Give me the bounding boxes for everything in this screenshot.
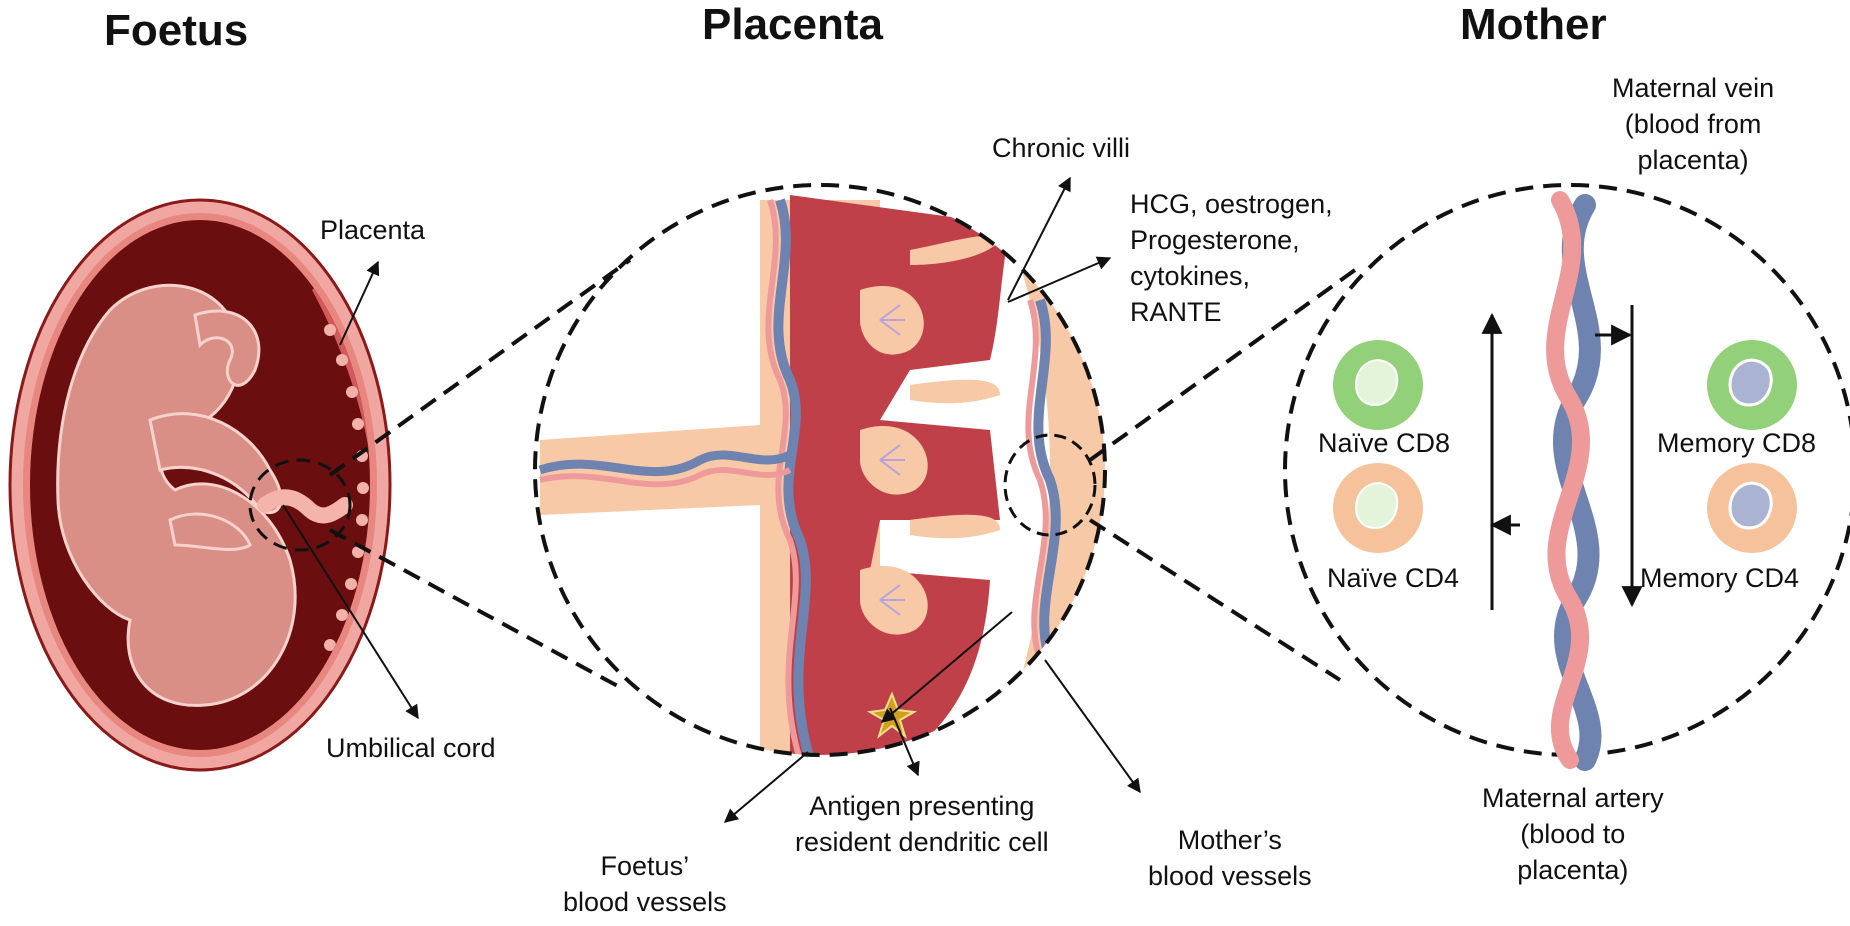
mother-section	[1283, 183, 1850, 771]
uterus	[8, 198, 392, 772]
zoom-circle-placenta	[533, 183, 1107, 757]
label-chronic-villi: Chronic villi	[992, 133, 1131, 163]
maternal-artery	[1546, 191, 1590, 769]
label-placenta: Placenta	[320, 215, 426, 245]
label-maternal-artery: Maternal artery (blood to placenta)	[1482, 783, 1664, 885]
label-memory-cd8: Memory CD8	[1657, 428, 1817, 458]
memory-cd8-cell	[1707, 340, 1797, 430]
naive-cd8-cell	[1333, 340, 1423, 430]
label-naive-cd4: Naïve CD4	[1327, 563, 1460, 593]
label-pointers	[282, 176, 1141, 823]
label-antigen-presenting: Antigen presenting resident dendritic ce…	[795, 791, 1049, 857]
foetal-vessel	[773, 198, 815, 755]
label-umbilical-cord: Umbilical cord	[326, 733, 496, 763]
zoom-connectors	[328, 258, 1357, 692]
naive-cd4-cell	[1333, 463, 1423, 553]
label-hormones: HCG, oestrogen, Progesterone, cytokines,…	[1130, 189, 1333, 327]
label-maternal-vein: Maternal vein (blood from placenta)	[1612, 73, 1775, 175]
zoom-circle-small	[248, 458, 352, 552]
umbilical-cord-shape	[257, 489, 353, 524]
zoom-circle-vessel	[1003, 433, 1097, 537]
title-placenta: Placenta	[702, 0, 883, 49]
label-naive-cd8: Naïve CD8	[1318, 428, 1451, 458]
label-foetus-vessels: Foetus’ blood vessels	[563, 851, 727, 917]
placenta-section	[533, 183, 1107, 757]
memory-cd4-cell	[1707, 463, 1797, 553]
label-memory-cd4: Memory CD4	[1640, 563, 1800, 593]
title-foetus: Foetus	[104, 6, 249, 55]
title-mother: Mother	[1460, 0, 1607, 49]
label-mothers-vessels: Mother’s blood vessels	[1148, 825, 1312, 891]
